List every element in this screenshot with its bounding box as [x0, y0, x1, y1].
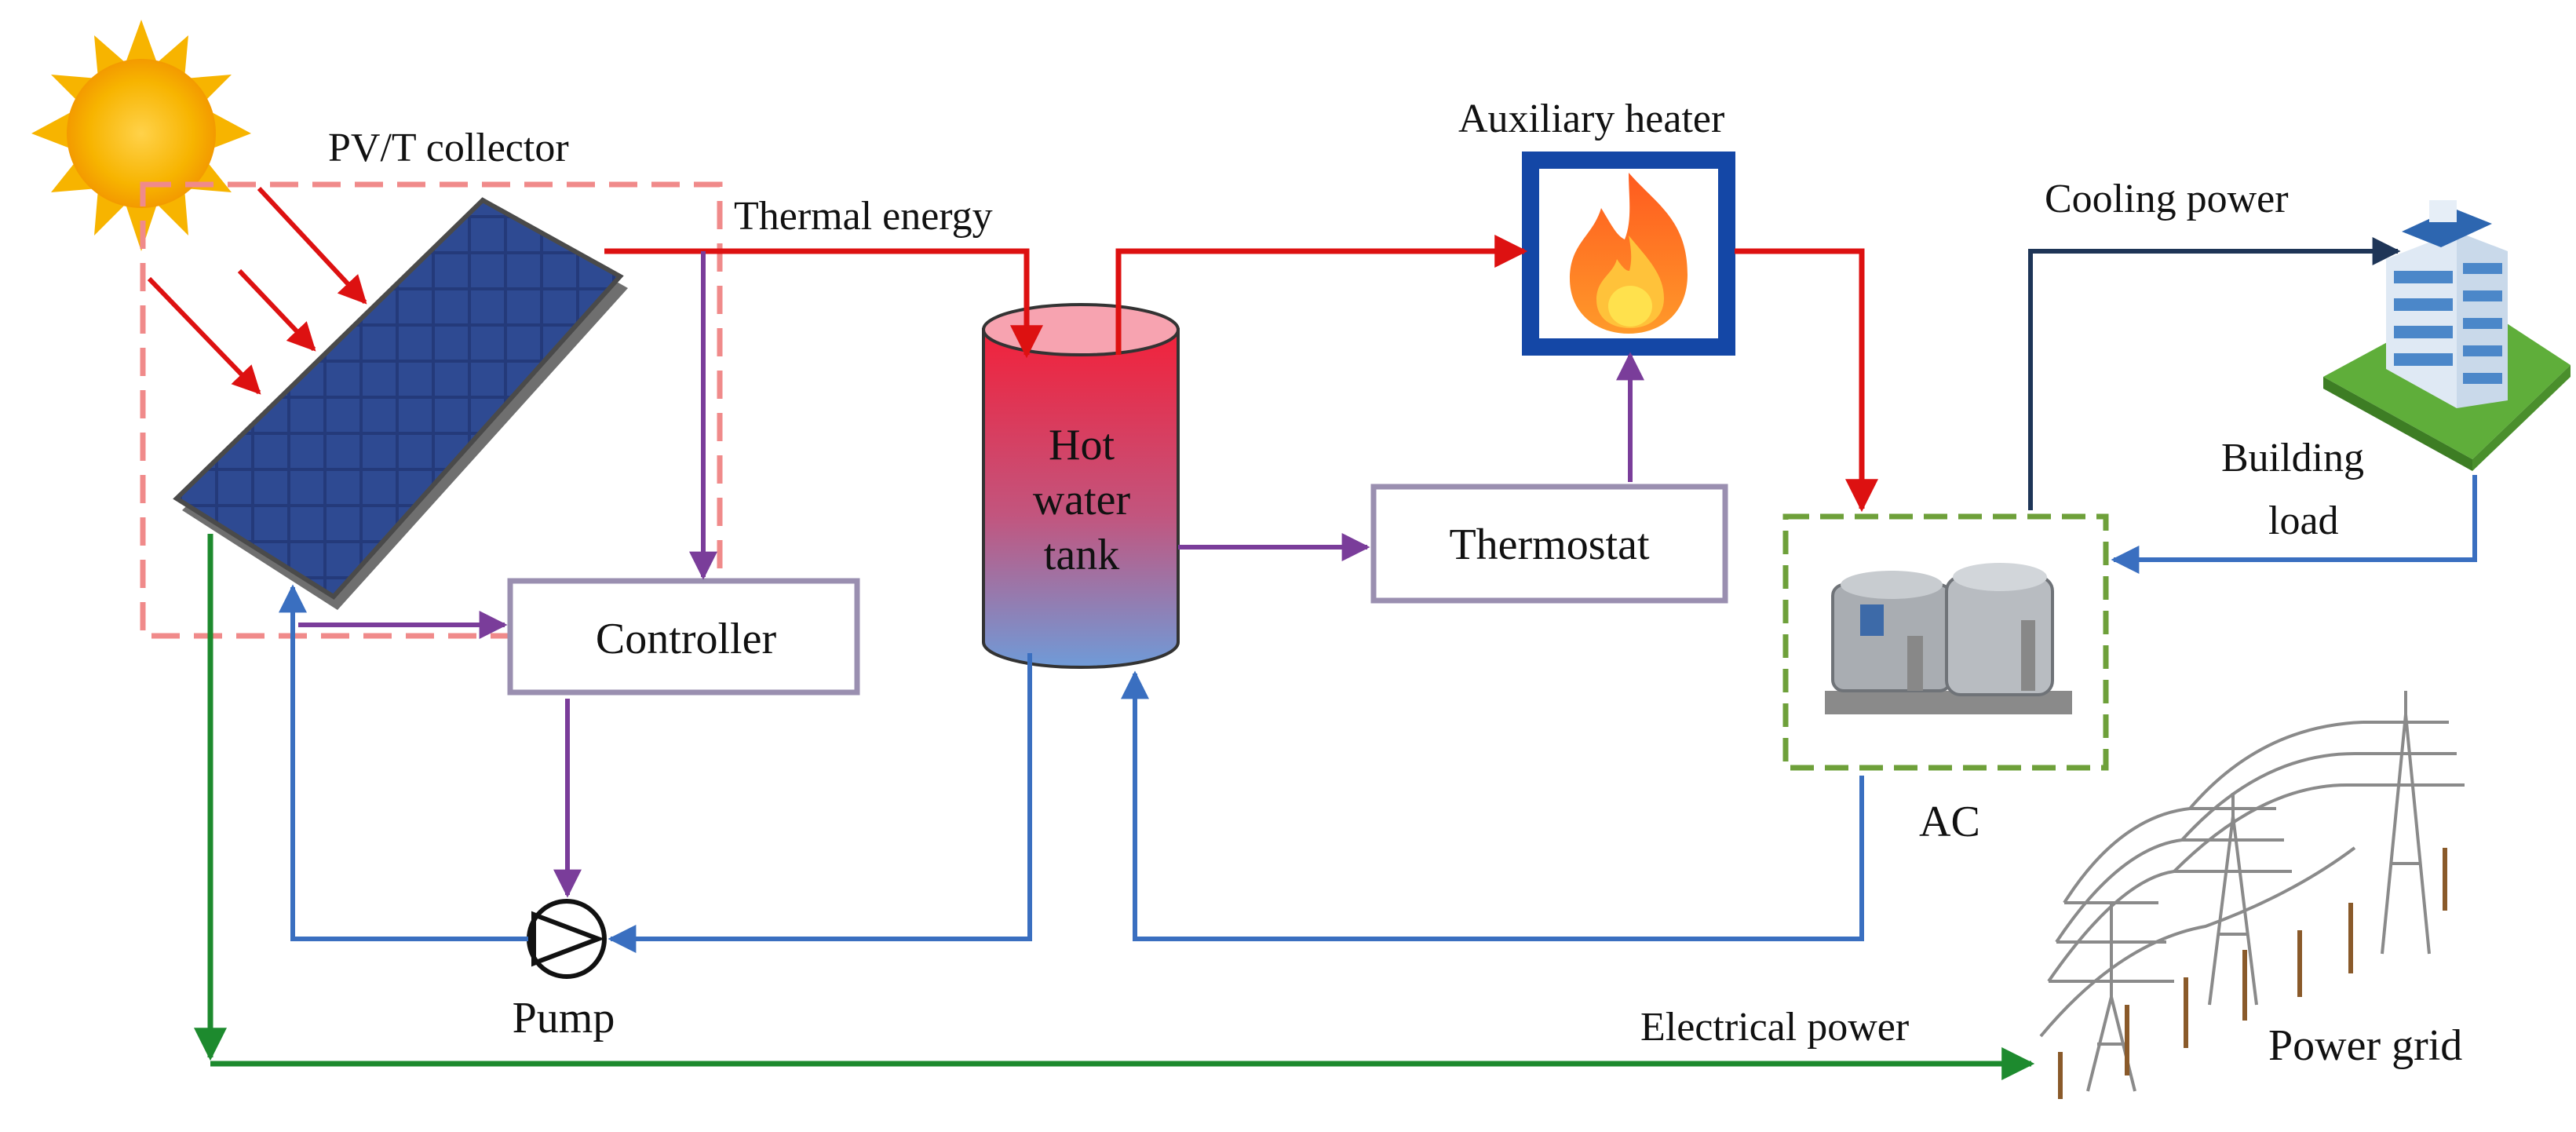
pvt-collector-label: PV/T collector: [328, 126, 569, 170]
thermostat-box: Thermostat: [1370, 484, 1728, 604]
tank-label-1: Hot: [1049, 421, 1115, 469]
water-return-lines: [279, 475, 2477, 953]
building-icon: [2323, 200, 2571, 471]
thermal-flow-lines: [604, 235, 1878, 513]
flame-icon: [1570, 173, 1688, 334]
auxiliary-heater-label: Auxiliary heater: [1458, 97, 1724, 141]
cooling-flow-line: [2028, 237, 2401, 510]
controller-label: Controller: [596, 615, 777, 663]
building-load-label-1: Building: [2221, 436, 2364, 480]
chiller-icon: [1825, 563, 2072, 714]
solar-rays: [147, 186, 367, 395]
control-signal-lines: [298, 251, 1644, 898]
power-grid-label: Power grid: [2268, 1021, 2462, 1070]
controller-box: Controller: [507, 578, 860, 696]
pump-label: Pump: [513, 994, 615, 1043]
thermostat-label: Thermostat: [1449, 520, 1649, 569]
thermal-energy-label: Thermal energy: [734, 194, 993, 239]
hot-water-tank: Hot water tank: [982, 303, 1180, 669]
power-grid-icon: [2039, 691, 2465, 1099]
ac-region: [1782, 513, 2109, 771]
sun-icon: [31, 20, 251, 251]
building-load-label-2: load: [2268, 498, 2339, 543]
pvt-collector-region: [140, 181, 723, 639]
electrical-power-label: Electrical power: [1640, 1005, 1909, 1050]
pump-icon: [527, 899, 607, 979]
auxiliary-heater: [1522, 152, 1735, 356]
tank-label-3: tank: [1044, 531, 1119, 579]
electric-flow-line: [194, 534, 2035, 1080]
pv-panel-icon: [173, 197, 628, 610]
tank-label-2: water: [1033, 476, 1131, 524]
ac-label: AC: [1919, 798, 1980, 846]
cooling-power-label: Cooling power: [2045, 177, 2289, 221]
